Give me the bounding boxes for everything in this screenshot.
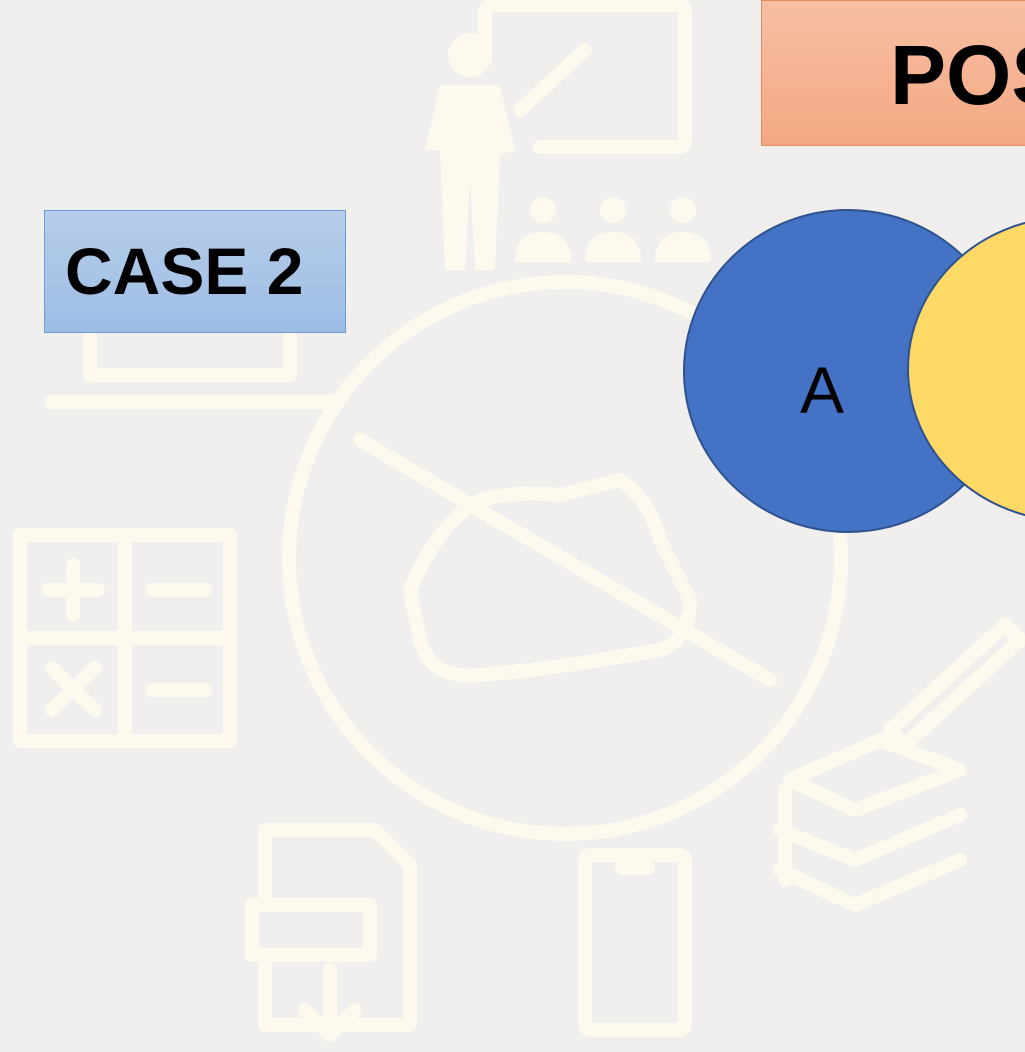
pdf-download-icon	[245, 823, 417, 1042]
audience-icon	[515, 197, 711, 262]
books-icon	[773, 733, 967, 912]
set-a-label: A	[800, 353, 845, 427]
pencil-icon	[883, 618, 1025, 752]
laptop-icon	[45, 323, 337, 409]
title-box: POS	[761, 0, 1025, 146]
case-label-box: CASE 2	[44, 210, 346, 333]
slide-title: POS	[890, 28, 1025, 122]
case-label: CASE 2	[65, 234, 304, 308]
presenter-board-icon	[478, 0, 692, 154]
writing-hand-icon	[282, 275, 848, 841]
calculator-icon	[13, 528, 237, 748]
presenter-figure-icon	[425, 33, 515, 270]
smartphone-icon	[578, 848, 692, 1037]
